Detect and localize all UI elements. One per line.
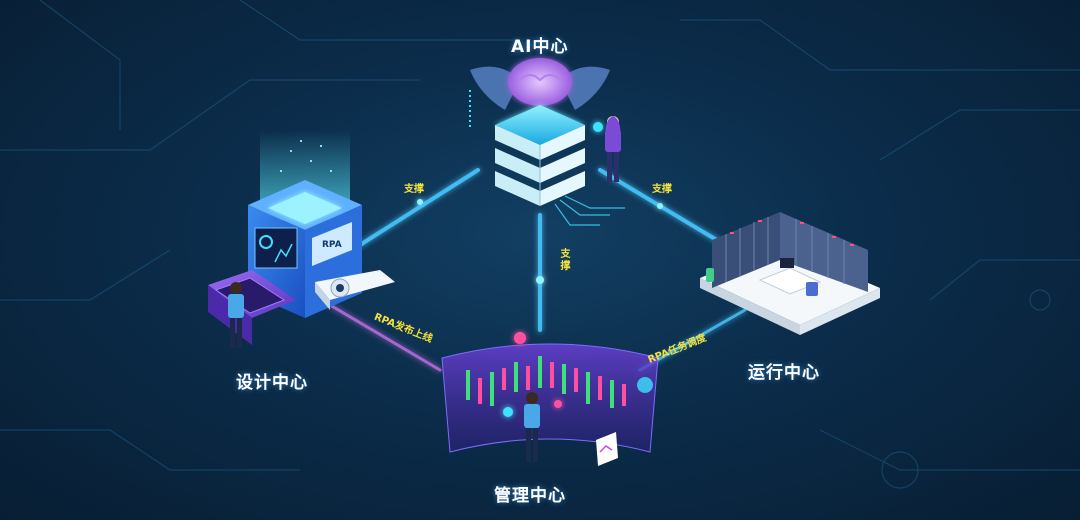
link-label-ai-mgmt: 支撑	[558, 248, 569, 272]
design-center-label: 设计中心	[236, 373, 308, 393]
link-ai-design	[358, 168, 480, 247]
background-circuit-lines	[0, 0, 1080, 489]
ai-center-illustration	[469, 58, 625, 226]
design-operator-figure	[228, 282, 244, 348]
server-racks	[712, 212, 868, 292]
mgmt-operator-figure	[503, 392, 562, 462]
link-label-ai-design: 支撑	[404, 184, 424, 195]
candlestick-bars	[466, 356, 626, 408]
design-center-illustration	[208, 130, 395, 348]
ai-operator-figure	[593, 116, 621, 182]
mgmt-center-label: 管理中心	[494, 486, 566, 506]
link-label-ai-ops: 支撑	[652, 184, 672, 195]
ai-center-label: AI中心	[511, 37, 569, 57]
ops-center-illustration	[700, 212, 880, 335]
ai-server-stack	[495, 105, 585, 206]
ops-center-label: 运行中心	[748, 363, 820, 383]
mgmt-center-illustration	[441, 332, 659, 466]
rpa-panel-text: RPA	[322, 240, 342, 250]
brain-icon	[508, 58, 572, 106]
link-design-mgmt	[328, 303, 442, 372]
